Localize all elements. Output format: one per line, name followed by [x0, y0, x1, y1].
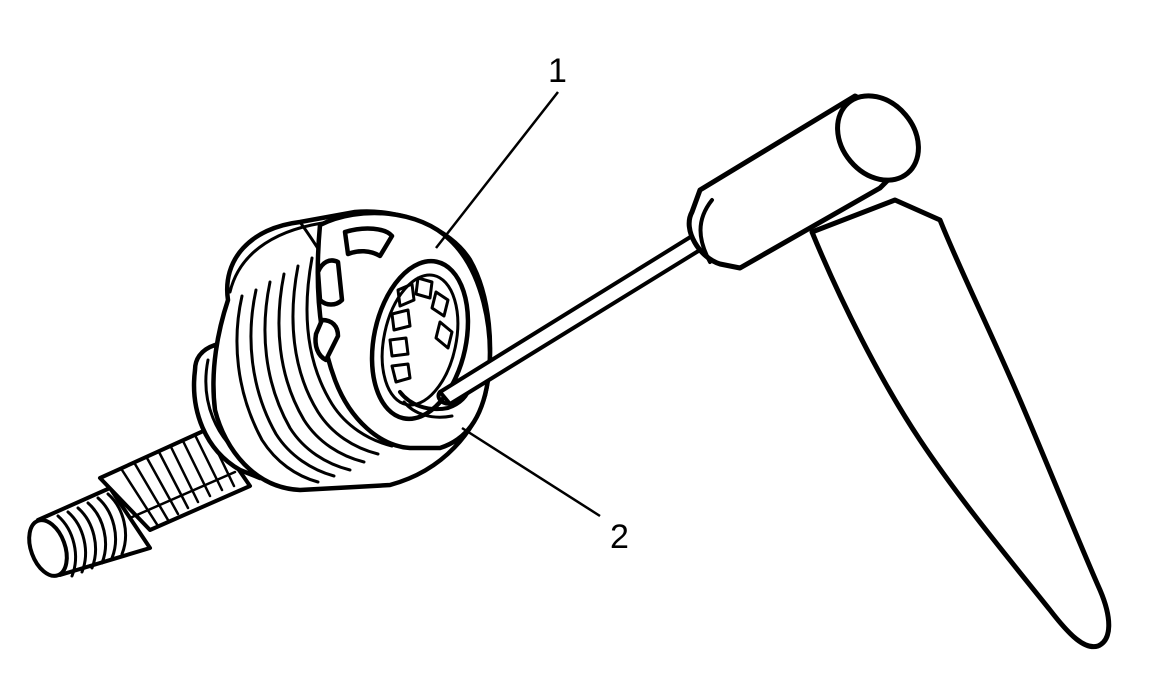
callout-1: 1 [548, 52, 567, 90]
hammer-handle [809, 197, 1112, 650]
leader-line-2 [461, 426, 601, 518]
cage-window-left [315, 258, 345, 307]
leader-line-1 [435, 91, 559, 249]
threaded-end [27, 486, 152, 578]
splined-section [98, 426, 252, 532]
callout-leaders [435, 91, 601, 518]
hammer-face [835, 93, 921, 183]
callout-2: 2 [610, 518, 629, 556]
inner-race-splines [388, 276, 454, 384]
axle-shaft [27, 426, 252, 578]
hammer [686, 93, 1112, 650]
cage-window-top [342, 226, 395, 259]
